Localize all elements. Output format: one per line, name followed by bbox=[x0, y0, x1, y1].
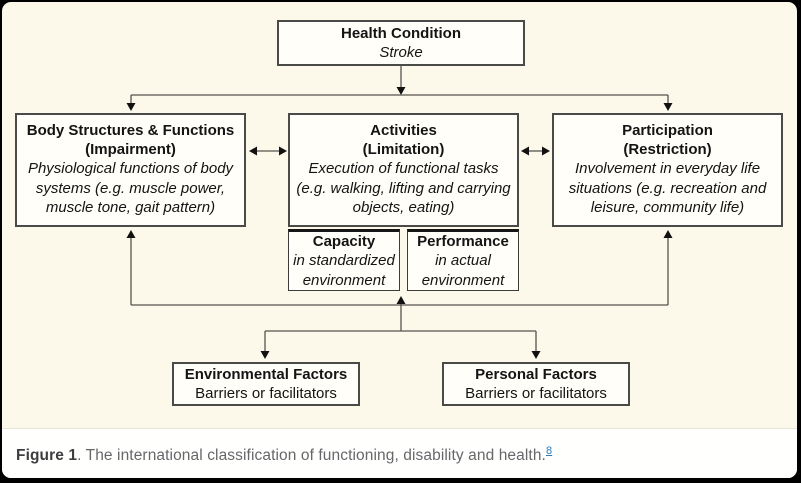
capacity-title: Capacity bbox=[312, 233, 376, 250]
icf-flow-diagram: Health Condition Stroke Body Structures … bbox=[2, 2, 797, 426]
health-condition-box: Health Condition Stroke bbox=[277, 20, 525, 66]
personal-factors-box: Personal Factors Barriers or facilitator… bbox=[442, 362, 630, 406]
personal-factors-title: Personal Factors bbox=[475, 366, 597, 383]
environmental-factors-box: Environmental Factors Barriers or facili… bbox=[172, 362, 360, 406]
figure-panel: Health Condition Stroke Body Structures … bbox=[2, 2, 797, 478]
activities-box: Activities (Limitation) Execution of fun… bbox=[288, 113, 519, 227]
body-structures-box: Body Structures & Functions (Impairment)… bbox=[15, 113, 246, 227]
capacity-description: in standardized environment bbox=[293, 252, 395, 289]
arrow-rail-to-personal bbox=[531, 331, 541, 359]
activities-title: Activities bbox=[370, 122, 437, 139]
environmental-factors-title: Environmental Factors bbox=[184, 366, 348, 383]
performance-description: in actual environment bbox=[421, 252, 505, 289]
connector-lines bbox=[126, 66, 673, 359]
participation-box: Participation (Restriction) Involvement … bbox=[552, 113, 783, 227]
body-structures-title: Body Structures & Functions bbox=[26, 122, 235, 139]
arrow-health-to-rail bbox=[396, 66, 406, 95]
arrow-body-activities bbox=[249, 146, 287, 156]
reference-link[interactable]: 8 bbox=[545, 444, 553, 457]
arrow-rail-to-participation bbox=[663, 95, 673, 111]
capacity-box: Capacity in standardized environment bbox=[288, 229, 400, 291]
figure-caption: Figure 1. The international classificati… bbox=[16, 442, 552, 465]
body-structures-description: Physiological functions of body systems … bbox=[27, 160, 234, 216]
arrow-factors-to-activities bbox=[396, 296, 406, 331]
performance-title: Performance bbox=[417, 233, 509, 250]
health-condition-subtitle: Stroke bbox=[379, 43, 423, 61]
arrow-rail-to-participation-bottom bbox=[663, 230, 673, 305]
arrow-rail-to-body bbox=[126, 95, 136, 111]
participation-title: Participation bbox=[622, 122, 713, 139]
arrow-activities-participation bbox=[521, 146, 550, 156]
participation-description: Involvement in everyday life situations … bbox=[568, 160, 767, 216]
personal-factors-description: Barriers or facilitators bbox=[465, 385, 607, 402]
arrow-rail-to-body-bottom bbox=[126, 230, 136, 305]
participation-subtitle: (Restriction) bbox=[623, 141, 712, 158]
figure-caption-text: . The international classification of fu… bbox=[77, 447, 546, 465]
activities-subtitle: (Limitation) bbox=[362, 141, 445, 158]
arrow-rail-to-environmental bbox=[260, 331, 270, 359]
performance-box: Performance in actual environment bbox=[407, 229, 519, 291]
health-condition-title: Health Condition bbox=[341, 24, 461, 42]
figure-caption-area: Figure 1. The international classificati… bbox=[2, 428, 797, 478]
environmental-factors-description: Barriers or facilitators bbox=[195, 385, 337, 402]
activities-description: Execution of functional tasks (e.g. walk… bbox=[296, 160, 511, 216]
figure-caption-label: Figure 1 bbox=[16, 447, 78, 465]
body-structures-subtitle: (Impairment) bbox=[85, 141, 176, 158]
